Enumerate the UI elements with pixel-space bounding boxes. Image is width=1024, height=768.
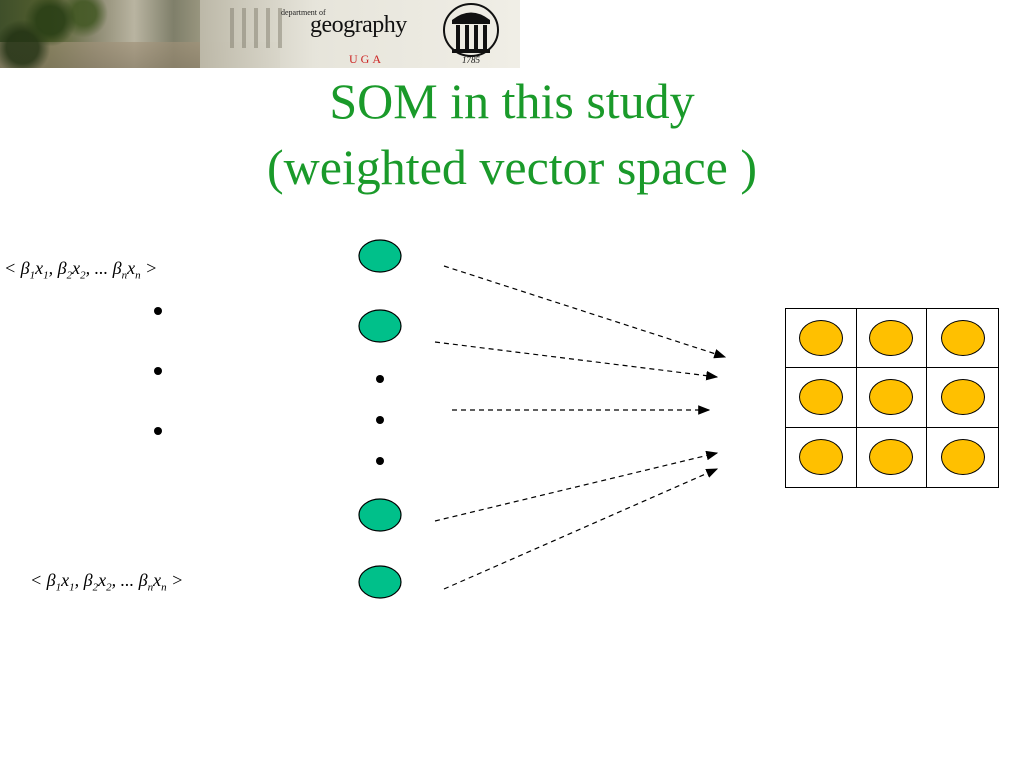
x-2-sub: 2 — [80, 269, 86, 282]
x-n-sub: n — [161, 581, 167, 594]
output-node — [940, 439, 985, 476]
output-node — [869, 379, 914, 416]
output-node — [869, 439, 914, 476]
page-subtitle: (weighted vector space ) — [266, 139, 758, 195]
x-1-sub: 1 — [69, 581, 75, 594]
input-vector-top: < β1x1, β2x2, ... βnxn > — [4, 258, 158, 282]
beta-n: β — [112, 258, 122, 278]
beta-1-sub: 1 — [55, 581, 62, 594]
page-title: SOM in this study — [329, 73, 695, 129]
x-2-sub: 2 — [106, 581, 112, 594]
vector-close: > — [171, 570, 184, 590]
x-2: x — [72, 258, 81, 278]
beta-2-sub: 2 — [92, 581, 99, 594]
grid-cell — [927, 368, 998, 428]
grid-cell — [927, 309, 998, 369]
beta-n: β — [138, 570, 148, 590]
vector-ellipsis-dot — [154, 307, 162, 315]
beta-n-sub: n — [121, 269, 128, 282]
x-n: x — [127, 258, 136, 278]
header-banner: department of geography UGA 1785 — [0, 0, 520, 68]
input-vector-bottom: < β1x1, β2x2, ... βnxn > — [30, 570, 184, 594]
dashed-arrow — [443, 265, 727, 359]
grid-cell — [786, 309, 857, 369]
grid-cell — [857, 427, 928, 487]
input-node — [358, 309, 402, 343]
dept-prefix: department of — [281, 8, 326, 17]
output-node — [798, 379, 843, 416]
output-node — [940, 379, 985, 416]
arch-logo-icon: 1785 — [443, 3, 499, 65]
grid-cell — [786, 368, 857, 428]
dashed-arrow — [434, 450, 719, 522]
beta-1: β — [20, 258, 30, 278]
x-2: x — [98, 570, 107, 590]
node-ellipsis-dot — [376, 416, 384, 424]
year-text: 1785 — [462, 55, 481, 65]
x-1: x — [61, 570, 70, 590]
uga-text: UGA — [349, 52, 384, 66]
vector-ellipsis-dot — [154, 427, 162, 435]
output-node — [798, 320, 843, 357]
beta-2: β — [83, 570, 93, 590]
dept-name: geography — [310, 12, 407, 38]
beta-1-sub: 1 — [29, 269, 36, 282]
grid-cell — [856, 368, 928, 428]
vector-open: < — [4, 258, 17, 278]
beta-1: β — [46, 570, 56, 590]
beta-n-sub: n — [147, 581, 154, 594]
vector-open: < — [30, 570, 43, 590]
vector-ellipsis: ... — [120, 570, 135, 590]
vector-ellipsis: ... — [94, 258, 109, 278]
vector-close: > — [145, 258, 158, 278]
beta-2-sub: 2 — [66, 269, 73, 282]
x-1-sub: 1 — [43, 269, 49, 282]
node-ellipsis-dot — [376, 375, 384, 383]
dashed-arrow — [443, 468, 719, 590]
node-ellipsis-dot — [376, 457, 384, 465]
grid-cell — [927, 428, 998, 487]
grid-cell — [856, 309, 928, 369]
vector-ellipsis-dot — [154, 367, 162, 375]
x-n-sub: n — [135, 269, 141, 282]
x-1: x — [35, 258, 44, 278]
x-n: x — [153, 570, 162, 590]
output-node — [869, 320, 914, 357]
output-node — [798, 439, 843, 476]
input-node — [358, 498, 402, 532]
beta-2: β — [57, 258, 67, 278]
som-output-grid — [785, 308, 999, 488]
input-node — [358, 239, 402, 273]
output-node — [940, 320, 985, 357]
dashed-arrow — [434, 341, 719, 381]
input-node — [358, 565, 402, 599]
grid-cell — [786, 427, 857, 487]
